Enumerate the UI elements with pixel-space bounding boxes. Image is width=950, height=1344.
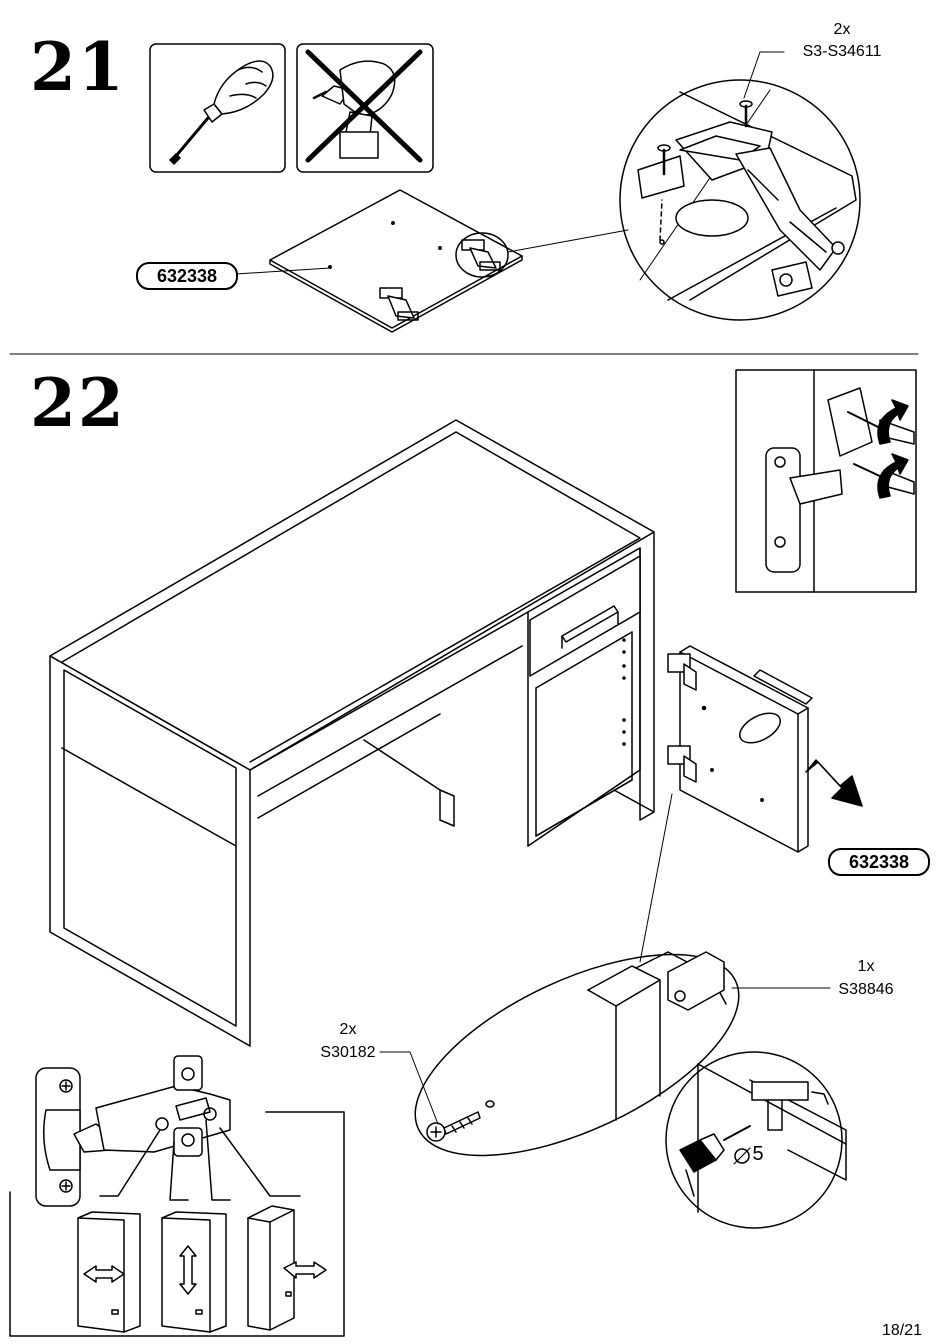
depth-adjust-icon	[247, 1205, 327, 1331]
detail-callout-ring	[455, 232, 509, 278]
screw-icon	[657, 144, 671, 176]
screw-icon	[739, 100, 753, 128]
screw-part-code-label: S30182	[320, 1044, 376, 1061]
hinge-icon	[667, 653, 697, 691]
step-number-21: 21	[30, 28, 126, 106]
prohibited-cross-icon	[305, 49, 423, 163]
screw-icon	[426, 1111, 481, 1142]
rotate-arrow-icon	[877, 399, 909, 445]
door-panel-flat	[235, 189, 629, 333]
pin-quantity-label: 1x	[857, 958, 875, 975]
hinge-icon	[667, 745, 697, 783]
desk-illustration	[49, 419, 655, 1047]
hinge-adjustment-detail	[9, 1055, 345, 1337]
door-part-code-tag: 632338	[828, 848, 930, 876]
hinge-on-panel	[461, 239, 501, 271]
page-number: 18/21	[881, 1322, 922, 1339]
screw-quantity-label: 2x	[339, 1021, 357, 1038]
side-adjust-icon	[77, 1211, 141, 1333]
drill-detail-circle	[665, 1051, 847, 1229]
stay-pin-icon	[753, 669, 813, 705]
drill-diameter-label: 5	[752, 1143, 764, 1165]
leader-line	[743, 51, 785, 99]
screwdriver-icon	[169, 60, 274, 165]
door-panel	[667, 645, 813, 853]
height-adjust-icon	[161, 1211, 227, 1333]
hinge-quantity-label: 2x	[833, 21, 851, 38]
pin-detail-ellipse	[379, 793, 831, 1157]
panel-part-code-tag: 632338	[136, 262, 238, 290]
rotate-arrow-icon	[877, 453, 909, 499]
power-drill-icon	[312, 60, 396, 159]
step-number-22: 22	[30, 364, 126, 442]
push-direction-arrow	[805, 759, 863, 807]
drawer-handle-icon	[561, 605, 619, 649]
drill-icon	[679, 1125, 751, 1197]
no-drill-box	[296, 43, 434, 173]
hinge-part-code-label: S3-S34611	[802, 43, 882, 60]
diameter-icon	[734, 1148, 750, 1164]
hinge-detail-circle	[619, 79, 861, 321]
hinge-adjust-detail-box	[735, 369, 917, 593]
pin-part-code-label: S38846	[838, 981, 894, 998]
screwdriver-tool-box	[149, 43, 286, 173]
hinge-on-panel	[379, 287, 419, 321]
